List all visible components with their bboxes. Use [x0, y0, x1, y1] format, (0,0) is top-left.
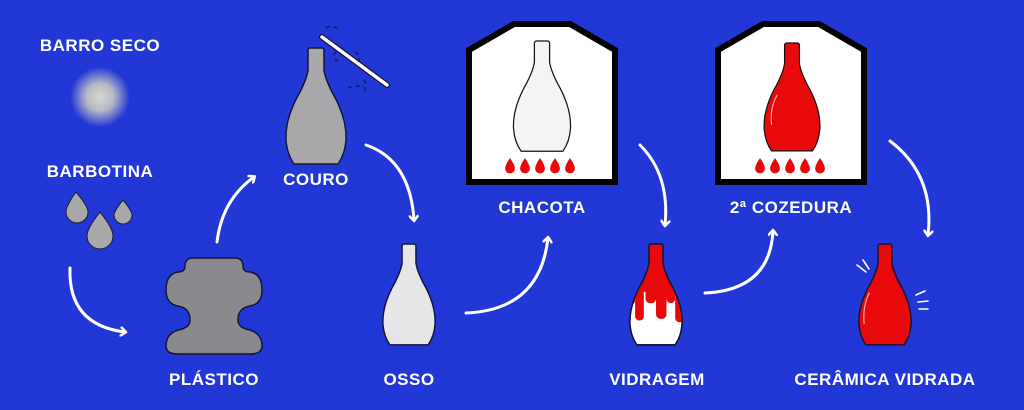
label-ceramica-vidrada: CERÂMICA VIDRADA: [794, 370, 976, 389]
shiny-red-vase-icon: [856, 243, 929, 346]
dust-cloud-icon: [70, 67, 130, 127]
label-vidragem: VIDRAGEM: [609, 370, 705, 389]
drops-icon: [65, 191, 133, 250]
arrow-chacota-vidragem: [638, 143, 666, 225]
bone-dry-vase-icon: [382, 243, 436, 346]
arrow-vidragem-cozedura: [703, 231, 773, 295]
label-barbotina: BARBOTINA: [46, 162, 154, 181]
label-plastico: PLÁSTICO: [169, 370, 259, 389]
kiln-white-vase-icon: [466, 21, 618, 185]
label-osso: OSSO: [383, 370, 435, 389]
label-couro: COURO: [283, 170, 349, 189]
arrow-plastico-couro: [215, 177, 254, 244]
clay-lump-icon: [165, 257, 263, 355]
label-chacota: CHACOTA: [498, 198, 586, 217]
arrow-barbotina-plastico: [68, 266, 125, 332]
label-barro-seco: BARRO SECO: [39, 36, 161, 55]
kiln-red-vase-icon: [715, 21, 867, 185]
glazed-dripping-vase-icon: [629, 243, 683, 346]
flow-arrows: [68, 139, 929, 332]
arrow-cozedura-ceramica: [888, 139, 929, 235]
arrow-couro-osso: [364, 143, 414, 220]
vase-knife-icon: [285, 25, 390, 165]
arrow-osso-chacota: [464, 238, 548, 315]
label-cozedura: 2ª COZEDURA: [729, 198, 853, 217]
